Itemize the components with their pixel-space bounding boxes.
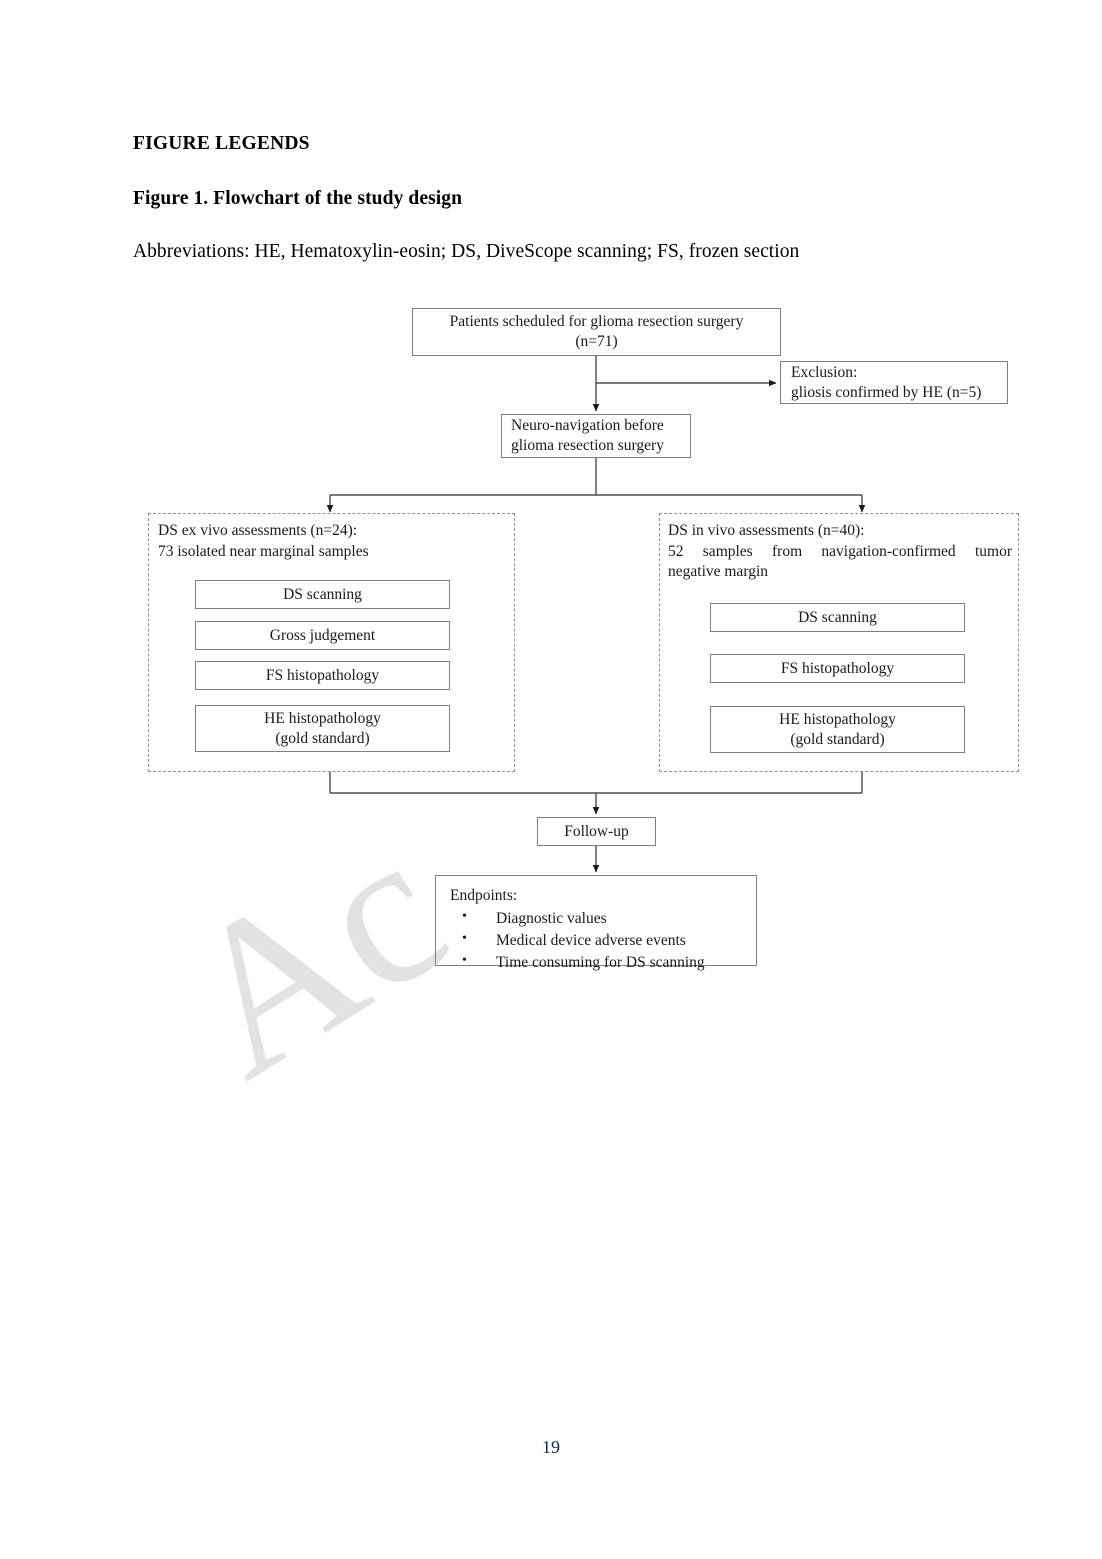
group-in-vivo-head-line3: negative margin [668,563,769,581]
node-ex-vivo-ds-scanning[interactable]: DS scanning [195,580,450,609]
node-in-vivo-ds-scanning-label: DS scanning [798,608,877,626]
node-in-vivo-fs-histopathology-label: FS histopathology [780,659,895,677]
page-number: 19 [542,1437,560,1457]
node-exclusion-line2: gliosis confirmed by HE (n=5) [791,383,982,401]
node-neuro-navigation-line1: Neuro-navigation before [511,417,664,435]
node-in-vivo-ds-scanning[interactable]: DS scanning [710,603,965,632]
node-ex-vivo-fs-histopathology-label: FS histopathology [265,666,380,684]
node-in-vivo-he-histopathology[interactable]: HE histopathology (gold standard) [710,706,965,753]
node-exclusion-line1: Exclusion: [791,363,858,381]
abbreviations-line: Abbreviations: HE, Hematoxylin-eosin; DS… [133,241,800,262]
endpoints-list: • Diagnostic values • Medical device adv… [450,908,756,974]
group-in-vivo-header: DS in vivo assessments (n=40): 52 sample… [668,521,1012,583]
endpoints-item-label: Diagnostic values [496,910,607,927]
node-in-vivo-he-histopathology-line2: (gold standard) [790,730,885,748]
group-ex-vivo [148,513,515,772]
node-follow-up[interactable]: Follow-up [537,817,656,846]
group-in-vivo [659,513,1019,772]
node-in-vivo-fs-histopathology[interactable]: FS histopathology [710,654,965,683]
group-ex-vivo-head-line1: DS ex vivo assessments (n=24): [158,522,358,539]
figure-legends-heading: FIGURE LEGENDS [133,133,310,154]
node-follow-up-label: Follow-up [564,822,629,840]
endpoints-title: Endpoints: [450,887,518,904]
node-ex-vivo-gross-judgement[interactable]: Gross judgement [195,621,450,650]
node-exclusion[interactable]: Exclusion: gliosis confirmed by HE (n=5) [780,361,1008,404]
group-ex-vivo-head-line2: 73 isolated near marginal samples [158,542,369,560]
node-ex-vivo-gross-judgement-label: Gross judgement [269,626,376,644]
node-enrollment-line1: Patients scheduled for glioma resection … [449,313,744,331]
node-enrollment[interactable]: Patients scheduled for glioma resection … [412,308,781,356]
endpoints-item: • Medical device adverse events [462,930,756,952]
endpoints-item-label: Time consuming for DS scanning [496,954,705,971]
bullet-icon: • [462,953,467,968]
node-ex-vivo-he-histopathology-line1: HE histopathology [264,709,381,727]
node-enrollment-line2: (n=71) [575,333,618,350]
endpoints-item: • Diagnostic values [462,908,756,930]
bullet-icon: • [462,909,467,924]
group-in-vivo-head-line1: DS in vivo assessments (n=40): [668,522,865,539]
node-ex-vivo-he-histopathology[interactable]: HE histopathology (gold standard) [195,705,450,752]
node-ex-vivo-he-histopathology-line2: (gold standard) [275,729,370,747]
node-ex-vivo-fs-histopathology[interactable]: FS histopathology [195,661,450,690]
endpoints-item-label: Medical device adverse events [496,932,686,949]
node-ex-vivo-ds-scanning-label: DS scanning [283,585,362,603]
endpoints-item: • Time consuming for DS scanning [462,952,756,974]
group-ex-vivo-header: DS ex vivo assessments (n=24): 73 isolat… [158,521,503,562]
node-neuro-navigation-line2: glioma resection surgery [511,437,664,454]
group-in-vivo-head-line2: 52 samples from navigation-confirmed tum… [668,542,1012,560]
page-title: Figure 1. Flowchart of the study design [133,188,463,209]
node-endpoints[interactable]: Endpoints: • Diagnostic values • Medical… [435,875,757,971]
bullet-icon: • [462,931,467,946]
node-in-vivo-he-histopathology-line1: HE histopathology [779,710,896,728]
node-neuro-navigation[interactable]: Neuro-navigation before glioma resection… [501,414,691,458]
